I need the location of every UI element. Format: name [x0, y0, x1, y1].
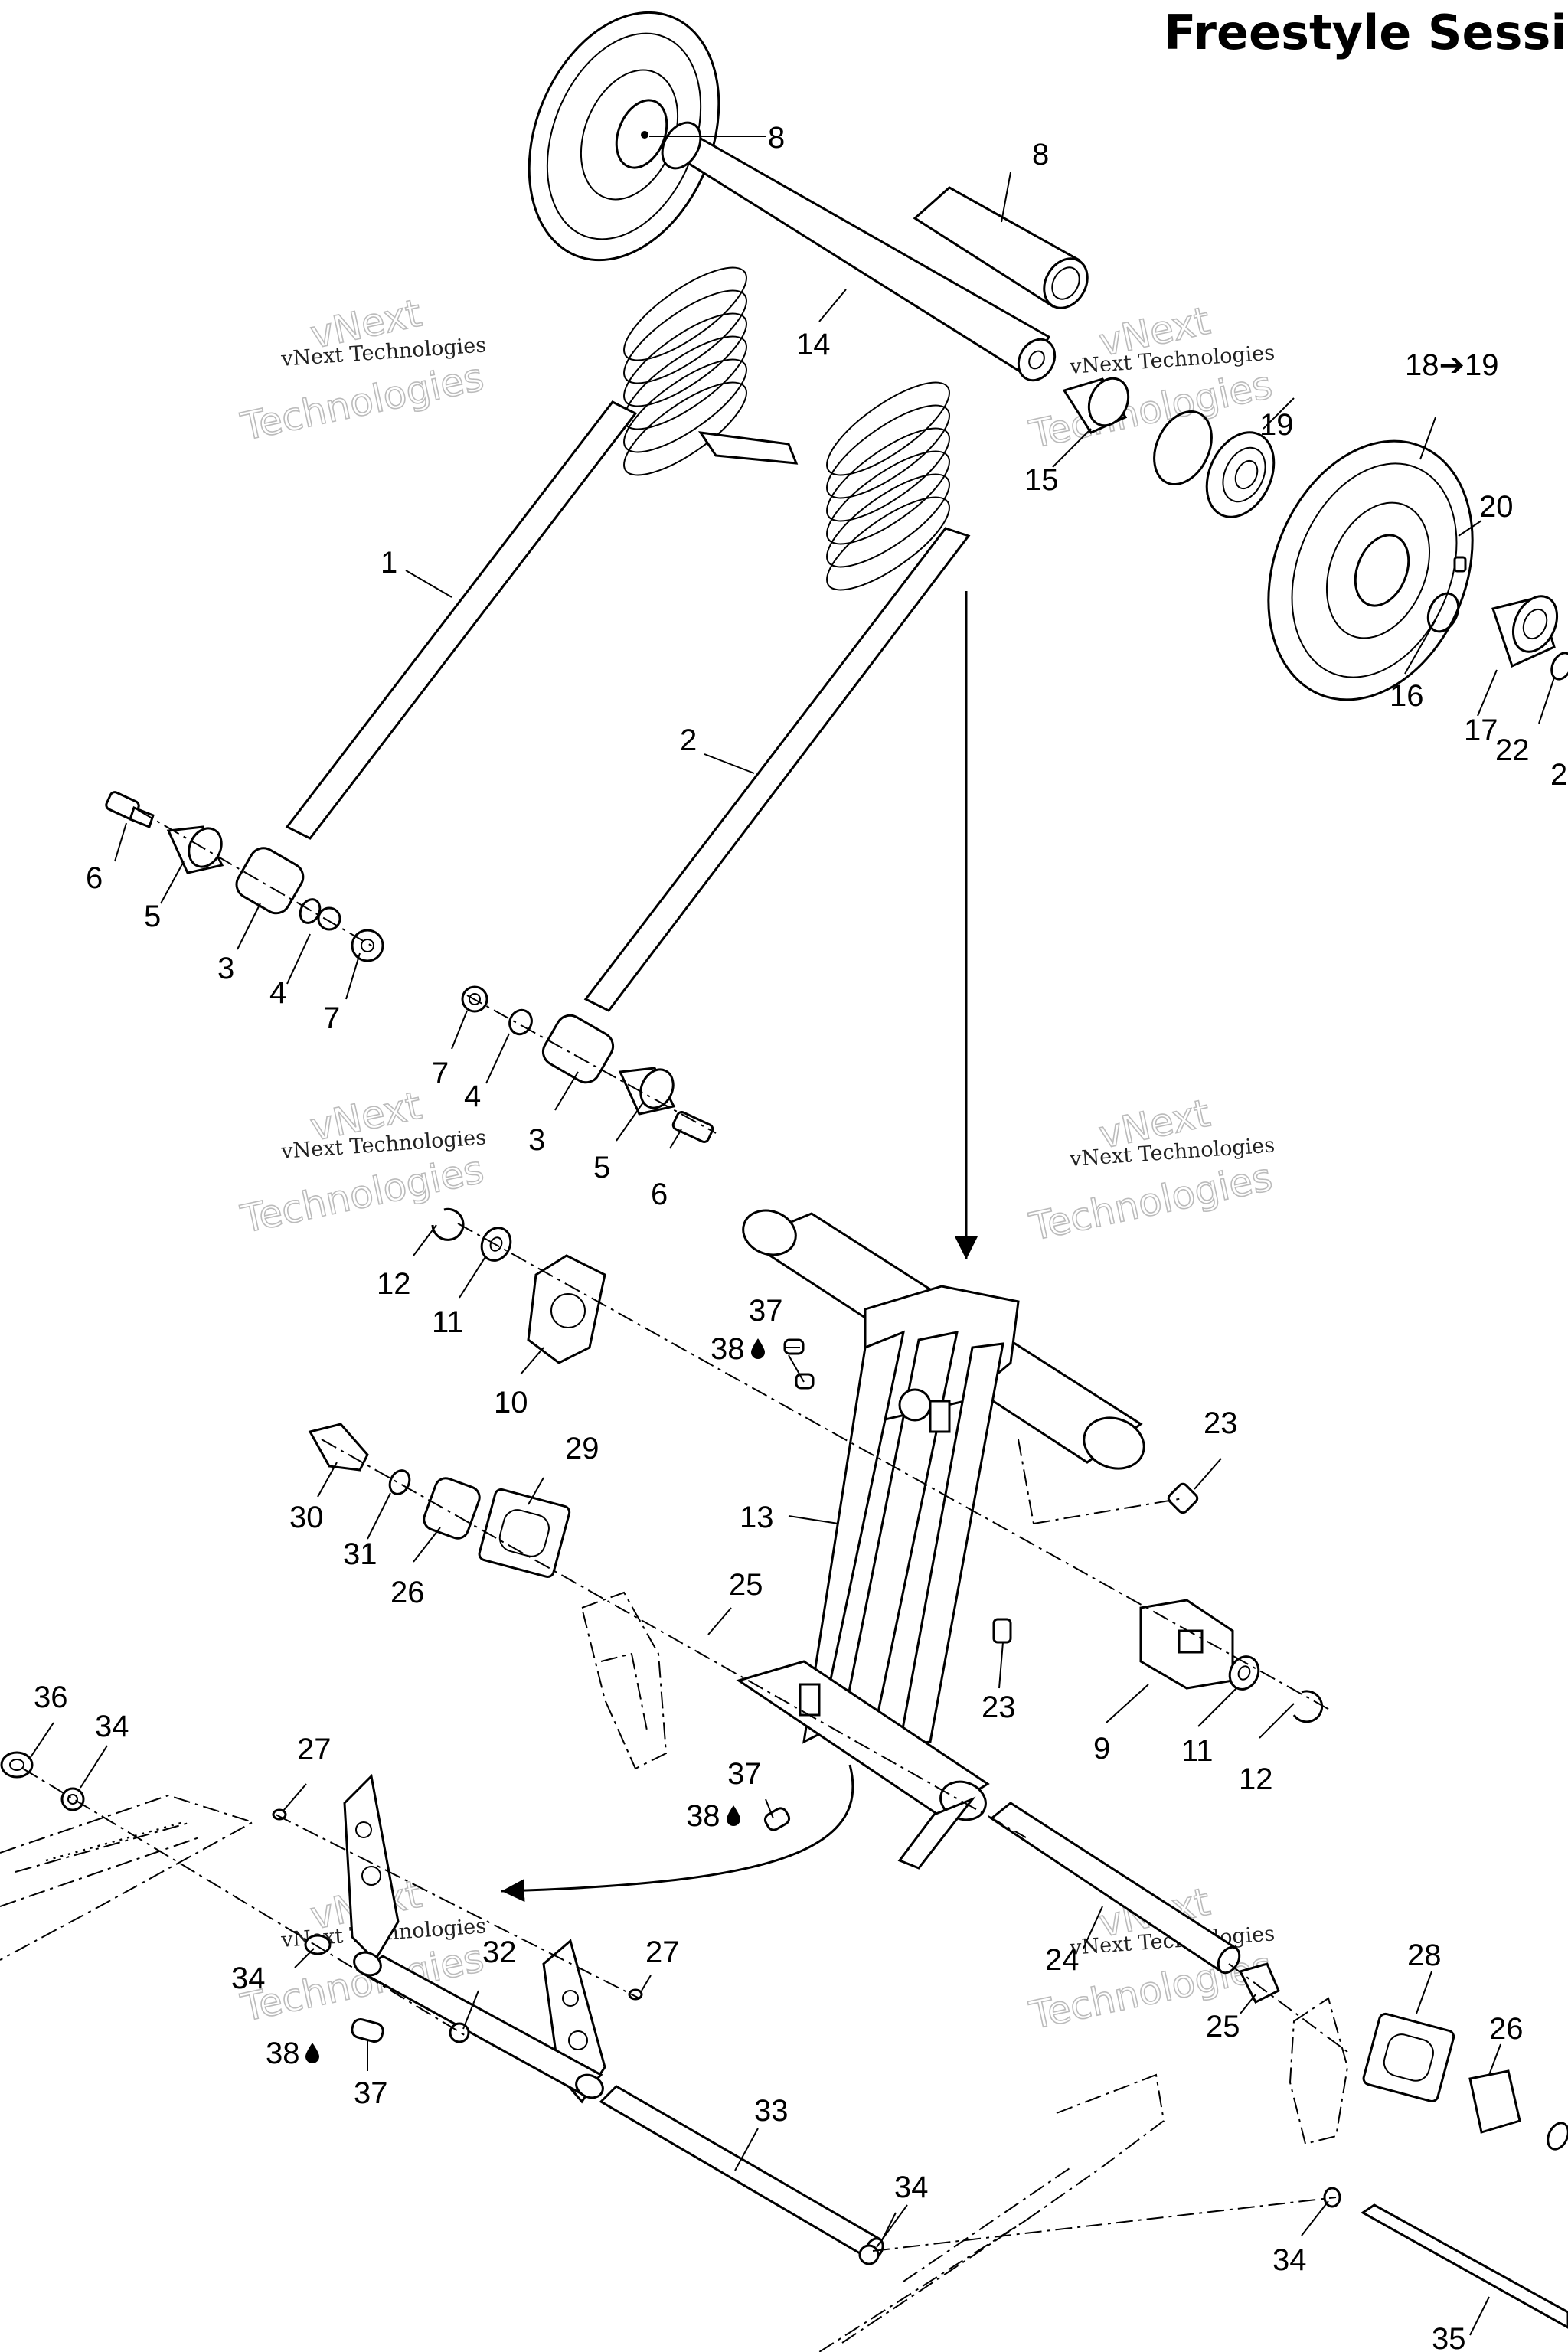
callout-21: 2: [1550, 758, 1567, 792]
watermark-text: Technologies: [1025, 1155, 1276, 1250]
callout-1: 1: [381, 546, 397, 580]
upper-shaft-24: [989, 1802, 1241, 1975]
frame-plate-right: [1289, 1997, 1349, 2145]
lower-shaft-33: [599, 2085, 884, 2261]
oil-drop-icon: [751, 1338, 765, 1359]
callout-labels: 8 8 14 19 18➔19 15 20 16 17 22 2 1 2 6 5…: [34, 121, 1567, 2352]
callout-29: 29: [565, 1432, 599, 1465]
callout-38: 38: [710, 1332, 745, 1366]
callout-33: 33: [754, 2094, 789, 2128]
bushing-15: [1062, 377, 1130, 434]
pivot-hardware-upper: [105, 791, 384, 962]
axle-14: [661, 121, 1057, 382]
callout-37: 37: [727, 1757, 762, 1791]
callout-8: 8: [1032, 138, 1049, 172]
callout-3: 3: [217, 952, 234, 985]
callout-27: 27: [297, 1733, 332, 1766]
spring-2: [583, 381, 971, 1012]
callout-12: 12: [377, 1267, 411, 1301]
callout-4: 4: [270, 976, 286, 1010]
callout-34: 34: [95, 1710, 129, 1743]
callout-31: 31: [343, 1537, 377, 1571]
callout-11: 11: [1181, 1734, 1214, 1768]
callout-10: 10: [494, 1386, 528, 1419]
callout-14: 14: [796, 328, 831, 361]
callout-16: 16: [1390, 679, 1424, 713]
callout-34: 34: [231, 1962, 266, 1995]
callout-23: 23: [982, 1690, 1016, 1724]
small-parts-16-17-20-22: [1426, 556, 1568, 681]
callout-13: 13: [740, 1501, 774, 1534]
oil-drop-icon: [727, 1805, 740, 1826]
callout-27: 27: [645, 1936, 680, 1969]
lower-small-hardware: [0, 1338, 880, 2265]
swing-arm-13: [736, 1209, 1145, 1870]
hardware-mid-right: [992, 1482, 1324, 1723]
callout-30: 30: [289, 1501, 324, 1534]
callout-38: 38: [266, 2037, 300, 2070]
circlip-19: [1153, 410, 1213, 486]
pivot-hardware-lower: [461, 985, 714, 1143]
idler-wheel-left: [528, 11, 720, 262]
callout-23: 23: [1204, 1406, 1238, 1440]
callout-36: 36: [34, 1681, 68, 1714]
callout-37: 37: [749, 1294, 783, 1328]
callout-9: 9: [1093, 1732, 1110, 1766]
callout-20: 20: [1479, 490, 1514, 524]
callout-37: 37: [354, 2076, 388, 2110]
callout-15: 15: [1024, 463, 1059, 497]
lower-arm-32: [343, 1773, 606, 2104]
callout-22: 22: [1495, 733, 1530, 767]
watermark-text: Technologies: [237, 1147, 487, 1242]
callout-25: 25: [729, 1568, 763, 1602]
idler-wheel-right: [1267, 439, 1474, 701]
callout-5: 5: [593, 1151, 610, 1184]
watermark-text: Technologies: [237, 354, 487, 449]
callout-19: 19: [1259, 408, 1294, 442]
callout-3: 3: [528, 1123, 545, 1157]
callout-24: 24: [1045, 1943, 1080, 1977]
callout-38: 38: [686, 1799, 720, 1833]
spring-1: [285, 266, 799, 840]
leader-lines: [30, 136, 1555, 2336]
callout-28: 28: [1407, 1939, 1442, 1972]
callout-7: 7: [432, 1057, 449, 1090]
frame-rail-left: [0, 1794, 255, 1961]
callout-12: 12: [1239, 1762, 1273, 1796]
callout-32: 32: [482, 1936, 517, 1969]
callout-5: 5: [144, 900, 161, 933]
callout-18: 18➔19: [1405, 348, 1499, 382]
frame-plate-left: [580, 1591, 668, 1770]
callout-4: 4: [464, 1080, 481, 1113]
callout-26: 26: [1489, 2012, 1524, 2046]
tube-8: [913, 186, 1089, 309]
assembly-lines: [22, 591, 1348, 2252]
lower-right-hardware: [1238, 1962, 1568, 2329]
frame-rail-right: [818, 2073, 1165, 2352]
callout-25: 25: [1206, 2010, 1240, 2043]
callout-35: 35: [1432, 2322, 1466, 2352]
callout-2: 2: [680, 724, 697, 757]
callout-6: 6: [86, 861, 103, 895]
hardware-mid-left: [308, 1207, 606, 1579]
callout-34: 34: [894, 2171, 929, 2204]
callout-11: 11: [432, 1305, 464, 1339]
callout-8: 8: [768, 121, 785, 155]
callout-6: 6: [651, 1178, 668, 1211]
callout-17: 17: [1464, 714, 1498, 747]
callout-7: 7: [323, 1001, 340, 1035]
oil-drop-icon: [305, 2043, 319, 2063]
callout-34: 34: [1272, 2243, 1307, 2277]
callout-26: 26: [390, 1576, 425, 1609]
page-title: Freestyle Sessi: [1164, 5, 1567, 60]
bearing-19: [1205, 431, 1276, 518]
